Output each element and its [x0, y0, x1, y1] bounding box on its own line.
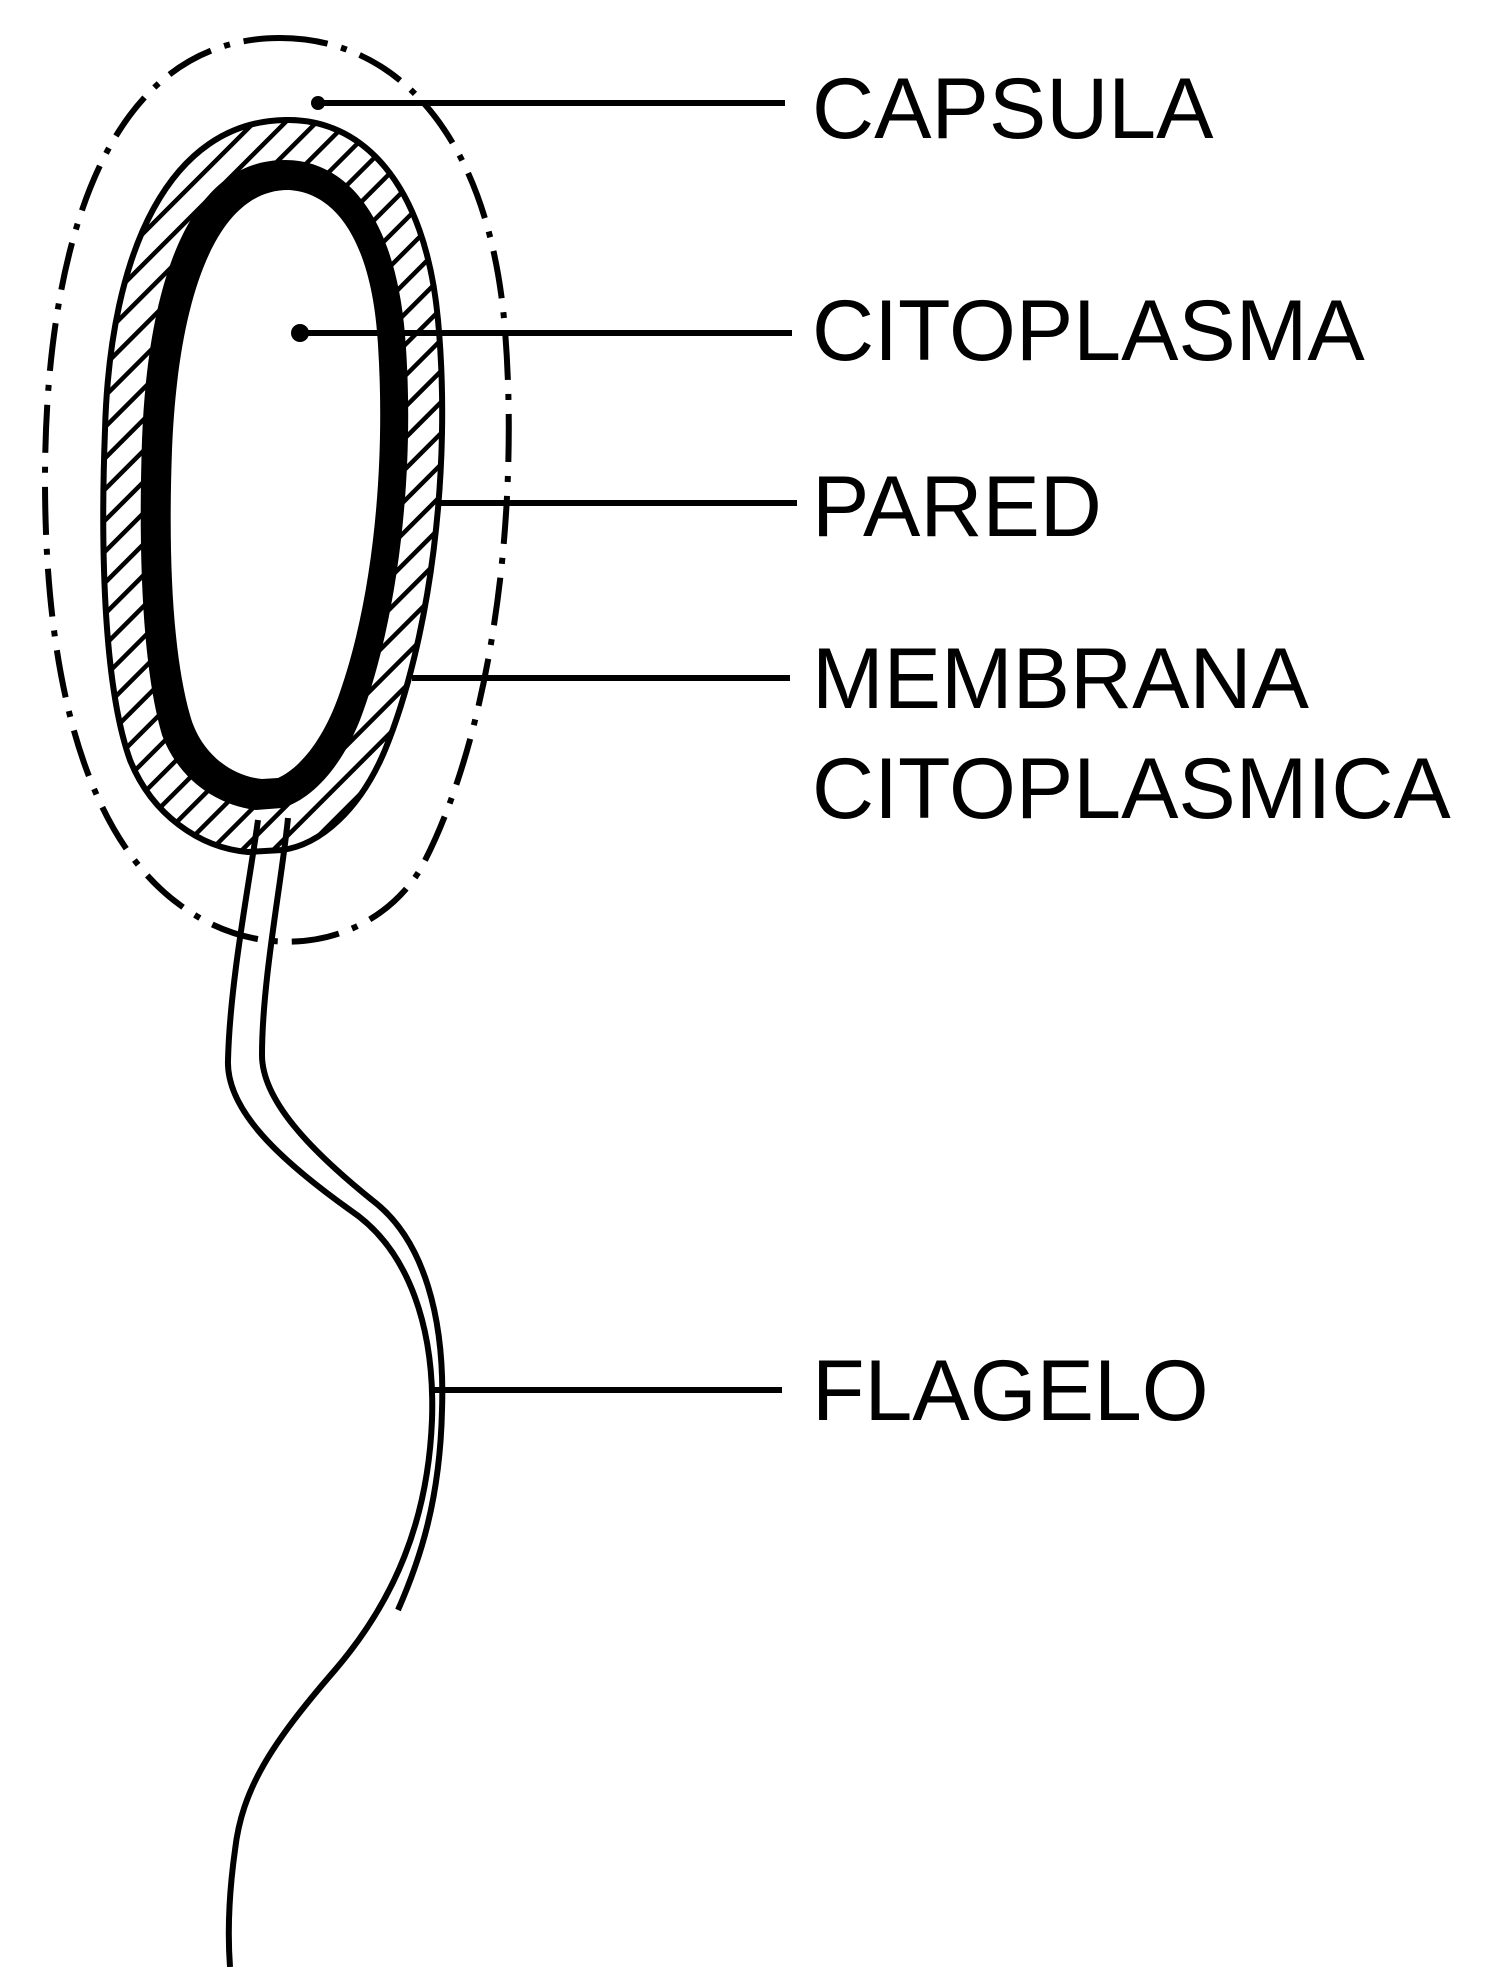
citoplasma-label: CITOPLASMA	[812, 283, 1365, 379]
capsula-label: CAPSULA	[812, 61, 1214, 157]
membrana-label-line1: MEMBRANA	[812, 631, 1310, 727]
flagelo-label: FLAGELO	[812, 1343, 1209, 1439]
flagellum-outer	[228, 820, 432, 1967]
membrana-label-line2: CITOPLASMICA	[812, 741, 1451, 837]
pared-label: PARED	[812, 459, 1102, 555]
